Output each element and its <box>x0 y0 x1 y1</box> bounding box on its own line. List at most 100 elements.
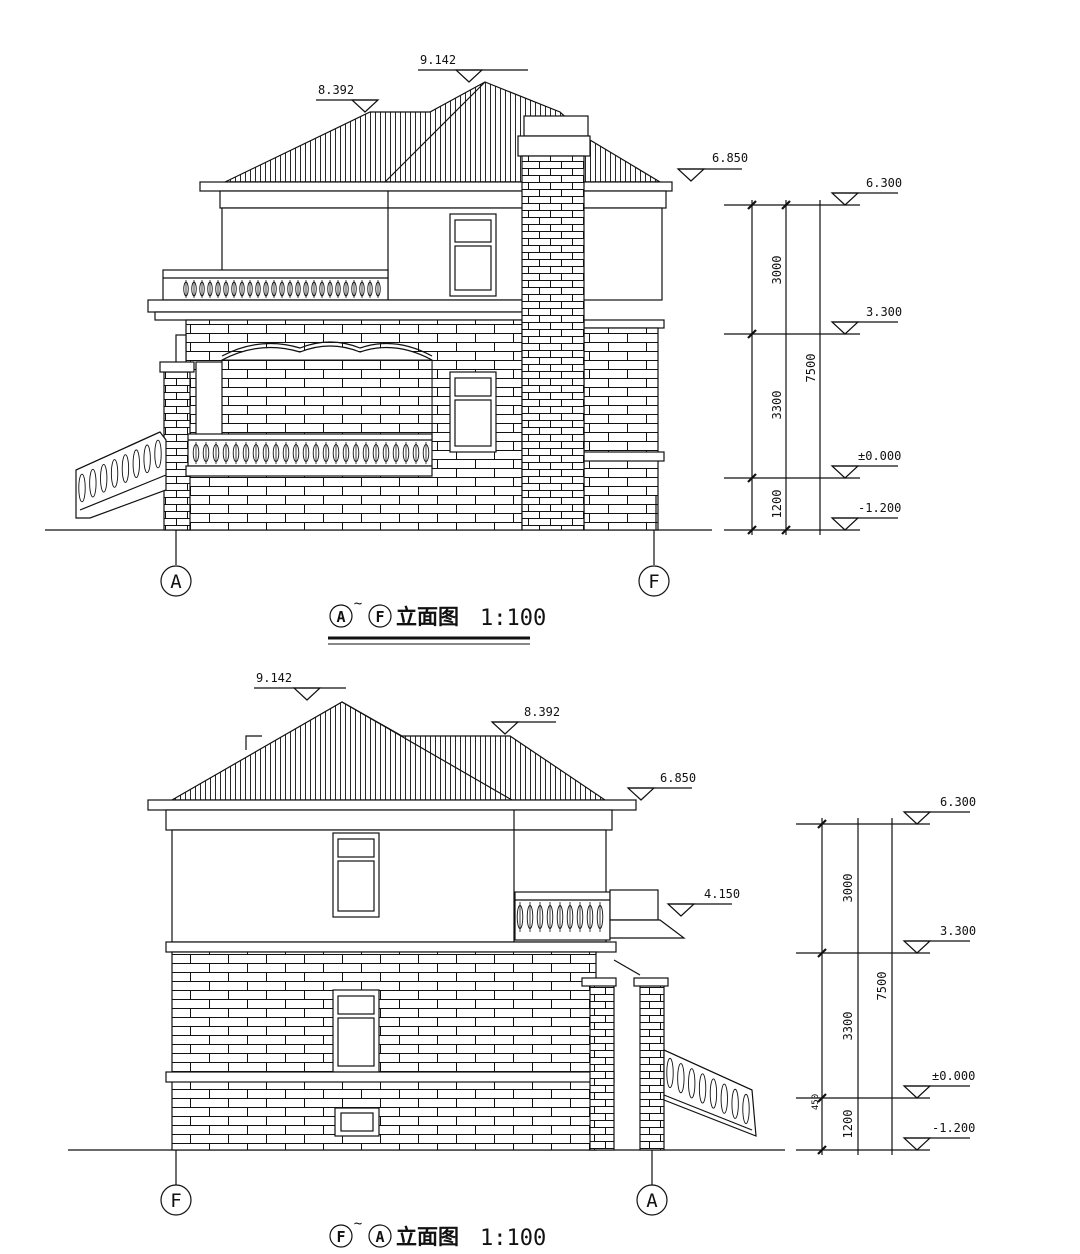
elevation-f-a: F A 9.142 8.392 6.850 4.150 <box>68 671 976 1251</box>
title1-axis-f: F <box>375 608 384 626</box>
axis-label-a: A <box>170 571 182 593</box>
level-6300-text-2: 6.300 <box>940 795 976 809</box>
level-marker-0000-2: ±0.000 <box>902 1069 975 1099</box>
ground-window-top-pane <box>454 377 492 397</box>
level-marker-6300-2: 6.300 <box>902 795 976 825</box>
drawing-title-2: F ~ A 立面图 1:100 <box>329 1216 546 1251</box>
pier-right-2b <box>639 984 665 1151</box>
dim-floor2-2: 3000 <box>841 874 855 903</box>
pier-right-2a <box>589 984 615 1151</box>
pier-left <box>163 371 191 531</box>
level-marker-6300: 6.300 <box>830 176 902 206</box>
dim-floor1: 3300 <box>770 391 784 420</box>
stair-baluster <box>154 439 162 469</box>
chimney-cap-band <box>517 135 591 157</box>
upper-balusters <box>183 280 381 298</box>
eave-elev-text: 6.850 <box>712 151 748 165</box>
axis-bubble-f <box>638 565 670 597</box>
eave-elev-text-2: 6.850 <box>660 771 696 785</box>
roof-left-elevation: 8.392 <box>316 83 380 113</box>
floor-slab <box>147 299 531 313</box>
balcony-elevation-2: 4.150 <box>666 887 740 917</box>
terrace-balusters <box>192 442 430 464</box>
level-minus1200-text-2: -1.200 <box>932 1121 975 1135</box>
roof-top-elev-text: 9.142 <box>420 53 456 67</box>
stair-baluster <box>688 1068 696 1099</box>
balcony-elev-text-2: 4.150 <box>704 887 740 901</box>
ground-window-bottom-pane <box>454 399 492 447</box>
level-3300-text-2: 3.300 <box>940 924 976 938</box>
dim-total: 7500 <box>804 354 818 383</box>
axis-bubble-a <box>160 565 192 597</box>
balcony-2-side <box>609 889 659 921</box>
stair-rail <box>75 431 161 471</box>
stair-baluster <box>709 1078 718 1109</box>
eave-elevation-2: 6.850 <box>626 771 696 801</box>
roof-top-elevation-2: 9.142 <box>254 671 346 701</box>
level-marker-3300: 3.300 <box>830 305 902 335</box>
ground-window-2-top <box>337 995 375 1015</box>
floor-slab-lower <box>154 311 531 321</box>
stair-balusters-2 <box>666 1057 750 1125</box>
stair-baluster <box>78 473 86 503</box>
title1-scale: 1:100 <box>480 606 546 631</box>
chimney-brick <box>521 155 585 531</box>
stair-baluster <box>720 1083 728 1114</box>
stair-baluster <box>698 1073 707 1104</box>
column-shaft <box>195 361 223 443</box>
roof-right-elevation-2: 8.392 <box>490 705 560 735</box>
dim-small-2: 450 <box>811 1094 821 1110</box>
balcony-2-roof <box>609 919 686 939</box>
stair-baluster <box>110 459 119 488</box>
level-3300-text: 3.300 <box>866 305 902 319</box>
stair-baluster <box>132 449 140 479</box>
chimney-cap <box>523 115 589 137</box>
drawing-title-1: A ~ F 立面图 1:100 <box>328 596 546 645</box>
stair-baluster <box>742 1093 750 1125</box>
level-marker-minus1200: -1.200 <box>830 501 901 531</box>
base-band <box>185 465 433 477</box>
base-band-right <box>583 451 665 462</box>
stair-baluster <box>100 463 108 493</box>
roof-top-elev-text-2: 9.142 <box>256 671 292 685</box>
balcony-2-balusters <box>516 902 604 932</box>
axis-bubble-f-2 <box>160 1184 192 1216</box>
ground-wall-brick-2 <box>171 951 597 1151</box>
level-0000-text-2: ±0.000 <box>932 1069 975 1083</box>
stair-baluster <box>666 1057 674 1089</box>
level-minus1200-text: -1.200 <box>858 501 901 515</box>
dim-total-2: 7500 <box>875 972 889 1001</box>
roof-hip-2 <box>341 701 513 801</box>
upper-cornice-2 <box>165 809 613 831</box>
upper-window-top-pane <box>454 219 492 243</box>
stair-rail-lower <box>79 474 167 511</box>
title1-axis-a: A <box>336 608 345 626</box>
title2-tilde: ~ <box>354 1216 362 1232</box>
axis-bubble-a-2 <box>636 1184 668 1216</box>
roof-eave-band <box>199 181 673 192</box>
axis-label-f-2: F <box>170 1190 181 1212</box>
elevation-a-f: A F 9.142 8.392 6.850 <box>45 53 902 645</box>
stair-baluster <box>731 1088 739 1119</box>
title1-tilde: ~ <box>354 596 362 612</box>
stair-baluster <box>89 468 97 498</box>
stair-baluster <box>677 1063 685 1094</box>
dimension-chain-2: 3000 3300 1200 7500 450 <box>796 818 930 1155</box>
title2-text: 立面图 <box>396 1225 459 1249</box>
title2-axis-a: A <box>375 1228 384 1246</box>
entry-stair <box>75 431 167 519</box>
level-6300-text: 6.300 <box>866 176 902 190</box>
upper-window-bottom-pane <box>454 245 492 291</box>
level-marker-0000: ±0.000 <box>830 449 901 479</box>
upper-window-2-bottom <box>337 860 375 912</box>
eave-elevation: 6.850 <box>676 151 748 182</box>
axis-label-a-2: A <box>646 1190 658 1212</box>
base-band-2 <box>165 1071 615 1083</box>
level-0000-text: ±0.000 <box>858 449 901 463</box>
level-marker-3300-2: 3.300 <box>902 924 976 954</box>
title2-axis-f: F <box>336 1228 345 1246</box>
right-wall-brick <box>583 327 659 531</box>
stair-baluster <box>143 444 151 474</box>
title1-text: 立面图 <box>396 605 459 629</box>
